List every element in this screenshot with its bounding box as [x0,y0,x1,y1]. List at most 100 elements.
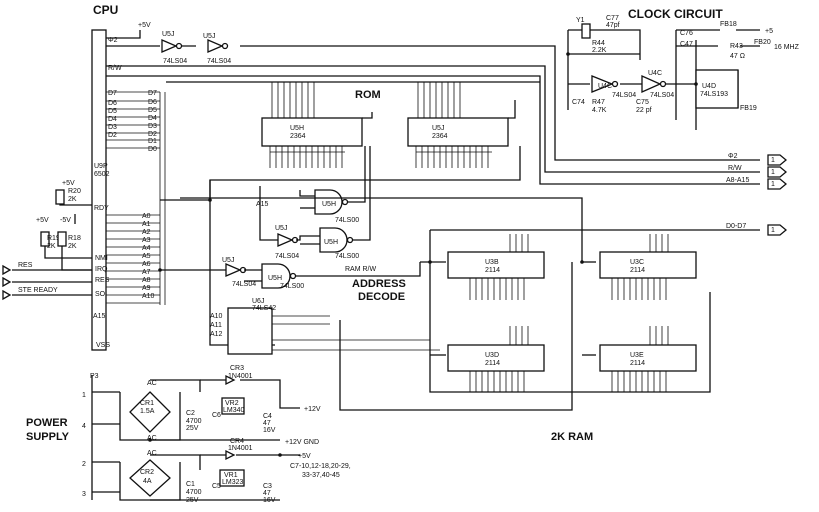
fb18-label: FB18 [720,21,737,28]
cpu-nmi-pin: NMI [95,255,108,262]
svg-text:A3: A3 [142,237,151,244]
svg-text:U3B: U3B [485,259,499,266]
svg-text:U5J: U5J [222,257,234,264]
clock-output-label: 16 MHZ [774,44,800,51]
inverter-u5j-3: U5J 74LS04 [275,225,299,260]
svg-text:U5J: U5J [432,125,444,132]
decode-wiring [160,146,446,346]
svg-text:D4: D4 [148,115,157,122]
svg-text:CR1: CR1 [140,400,154,407]
rom-u5h: U5H 2364 [261,82,363,168]
ram-u3d: U3D 2114 [447,326,545,392]
svg-text:A10: A10 [142,293,155,300]
c1-label: C1 [186,481,195,488]
bus-output-rw: R/W [728,165,742,172]
address-decode-title-2: DECODE [358,291,405,303]
svg-text:R19: R19 [47,235,60,242]
c4-label: C4 [263,413,272,420]
clock-section-title: CLOCK CIRCUIT [628,7,723,21]
svg-text:A10: A10 [210,313,223,320]
svg-text:VR2: VR2 [225,400,239,407]
ram-u3b: U3B 2114 [447,234,545,300]
c3-value: 47 [263,490,271,497]
r43-label: R43 [730,43,743,50]
diode-cr4: CR4 1N4001 [225,438,253,461]
bus-output-data: D0-D7 [726,223,746,230]
cpu-6502-body [91,29,107,351]
left-connectors [2,264,12,301]
c77-value: 47pf [606,22,620,29]
svg-text:AC: AC [147,450,157,457]
address-decode-title-1: ADDRESS [352,278,406,290]
svg-text:74LS00: 74LS00 [335,253,359,260]
svg-text:A6: A6 [142,261,151,268]
c4-value: 47 [263,420,271,427]
svg-text:74LS00: 74LS00 [280,283,304,290]
svg-text:74LS04: 74LS04 [612,92,636,99]
rom-section-title: ROM [355,89,381,101]
irq-plus5: +5V [36,217,49,224]
inverter-u5j-1: U5J 74LS04 [161,31,187,65]
ram-rw-signal: RAM R/W [345,266,377,273]
svg-text:74LS04: 74LS04 [163,58,187,65]
inverter-u4c-1: U4C 74LS04 [591,75,636,99]
svg-text:1N4001: 1N4001 [228,445,253,452]
svg-text:2114: 2114 [485,360,500,367]
svg-text:A12: A12 [210,331,223,338]
cpu-part: 6502 [94,171,110,178]
inverter-u5j-2: U5J 74LS04 [203,33,231,65]
c47-label: C47 [680,41,693,48]
svg-text:R20: R20 [68,188,81,195]
c75-label: C75 [636,99,649,106]
p3-pin4: 4 [82,423,86,430]
res-signal: RES [18,262,33,269]
c1-value: 4700 [186,489,202,496]
svg-text:D6: D6 [108,100,117,107]
c5-label: C5 [212,483,221,490]
svg-text:74LS04: 74LS04 [650,92,674,99]
resistor-r19: R19 2K [40,231,60,250]
nand-u5h-3: U5H 74LS00 [261,263,304,290]
svg-text:AC: AC [147,380,157,387]
svg-text:A0: A0 [142,213,151,220]
r44-value: 2.2K [592,47,607,54]
junction-dots [148,52,698,457]
resistor-r18: R18 2K [57,231,81,250]
caps-note-line1: C7-10,12-18,20-29, [290,463,351,470]
svg-text:U5J: U5J [162,31,174,38]
svg-text:D2: D2 [148,131,157,138]
svg-text:A2: A2 [142,229,151,236]
counter-u4d: U4D 74LS193 [695,69,739,109]
svg-text:U4D: U4D [702,83,716,90]
cpu-address-pin-labels: A0 A1 A2 A3 A4 A5 A6 A7 A8 A9 A10 [142,213,155,300]
cpu-rdy-pin: RDY [94,205,109,212]
svg-text:A1: A1 [142,221,151,228]
svg-text:74LS193: 74LS193 [700,91,728,98]
gnd-output: +12V GND [285,439,319,446]
svg-text:U3E: U3E [630,352,644,359]
p3-pin1: 1 [82,392,86,399]
nand-u5h-1: U5H 74LS00 [314,189,359,224]
nand-u5h-2: U5H 74LS00 [319,227,359,260]
svg-text:A11: A11 [210,322,222,329]
ram-u3e: U3E 2114 [599,326,697,392]
c3-voltage: 16V [263,497,276,504]
svg-text:A5: A5 [142,253,151,260]
inverter-u5j-4: U5J 74LS04 [222,257,256,288]
cpu-ref: U9P [94,163,108,170]
r44-label: R44 [592,40,605,47]
ram-bus-wiring [180,197,760,411]
c74-label: C74 [572,99,585,106]
svg-text:D3: D3 [148,123,157,130]
svg-text:D1: D1 [148,138,157,145]
svg-text:2114: 2114 [485,267,500,274]
svg-text:4A: 4A [143,478,152,485]
svg-text:D4: D4 [108,116,117,123]
r43-value: 47 Ω [730,53,745,60]
c4-voltage: 16V [263,427,276,434]
c2-voltage: 25V [186,425,199,432]
power-section-title-1: POWER [26,417,68,429]
svg-text:A4: A4 [142,245,151,252]
regulator-vr2: VR2 LM340 [221,397,245,415]
regulator-vr1: VR1 LM323 [219,469,245,487]
